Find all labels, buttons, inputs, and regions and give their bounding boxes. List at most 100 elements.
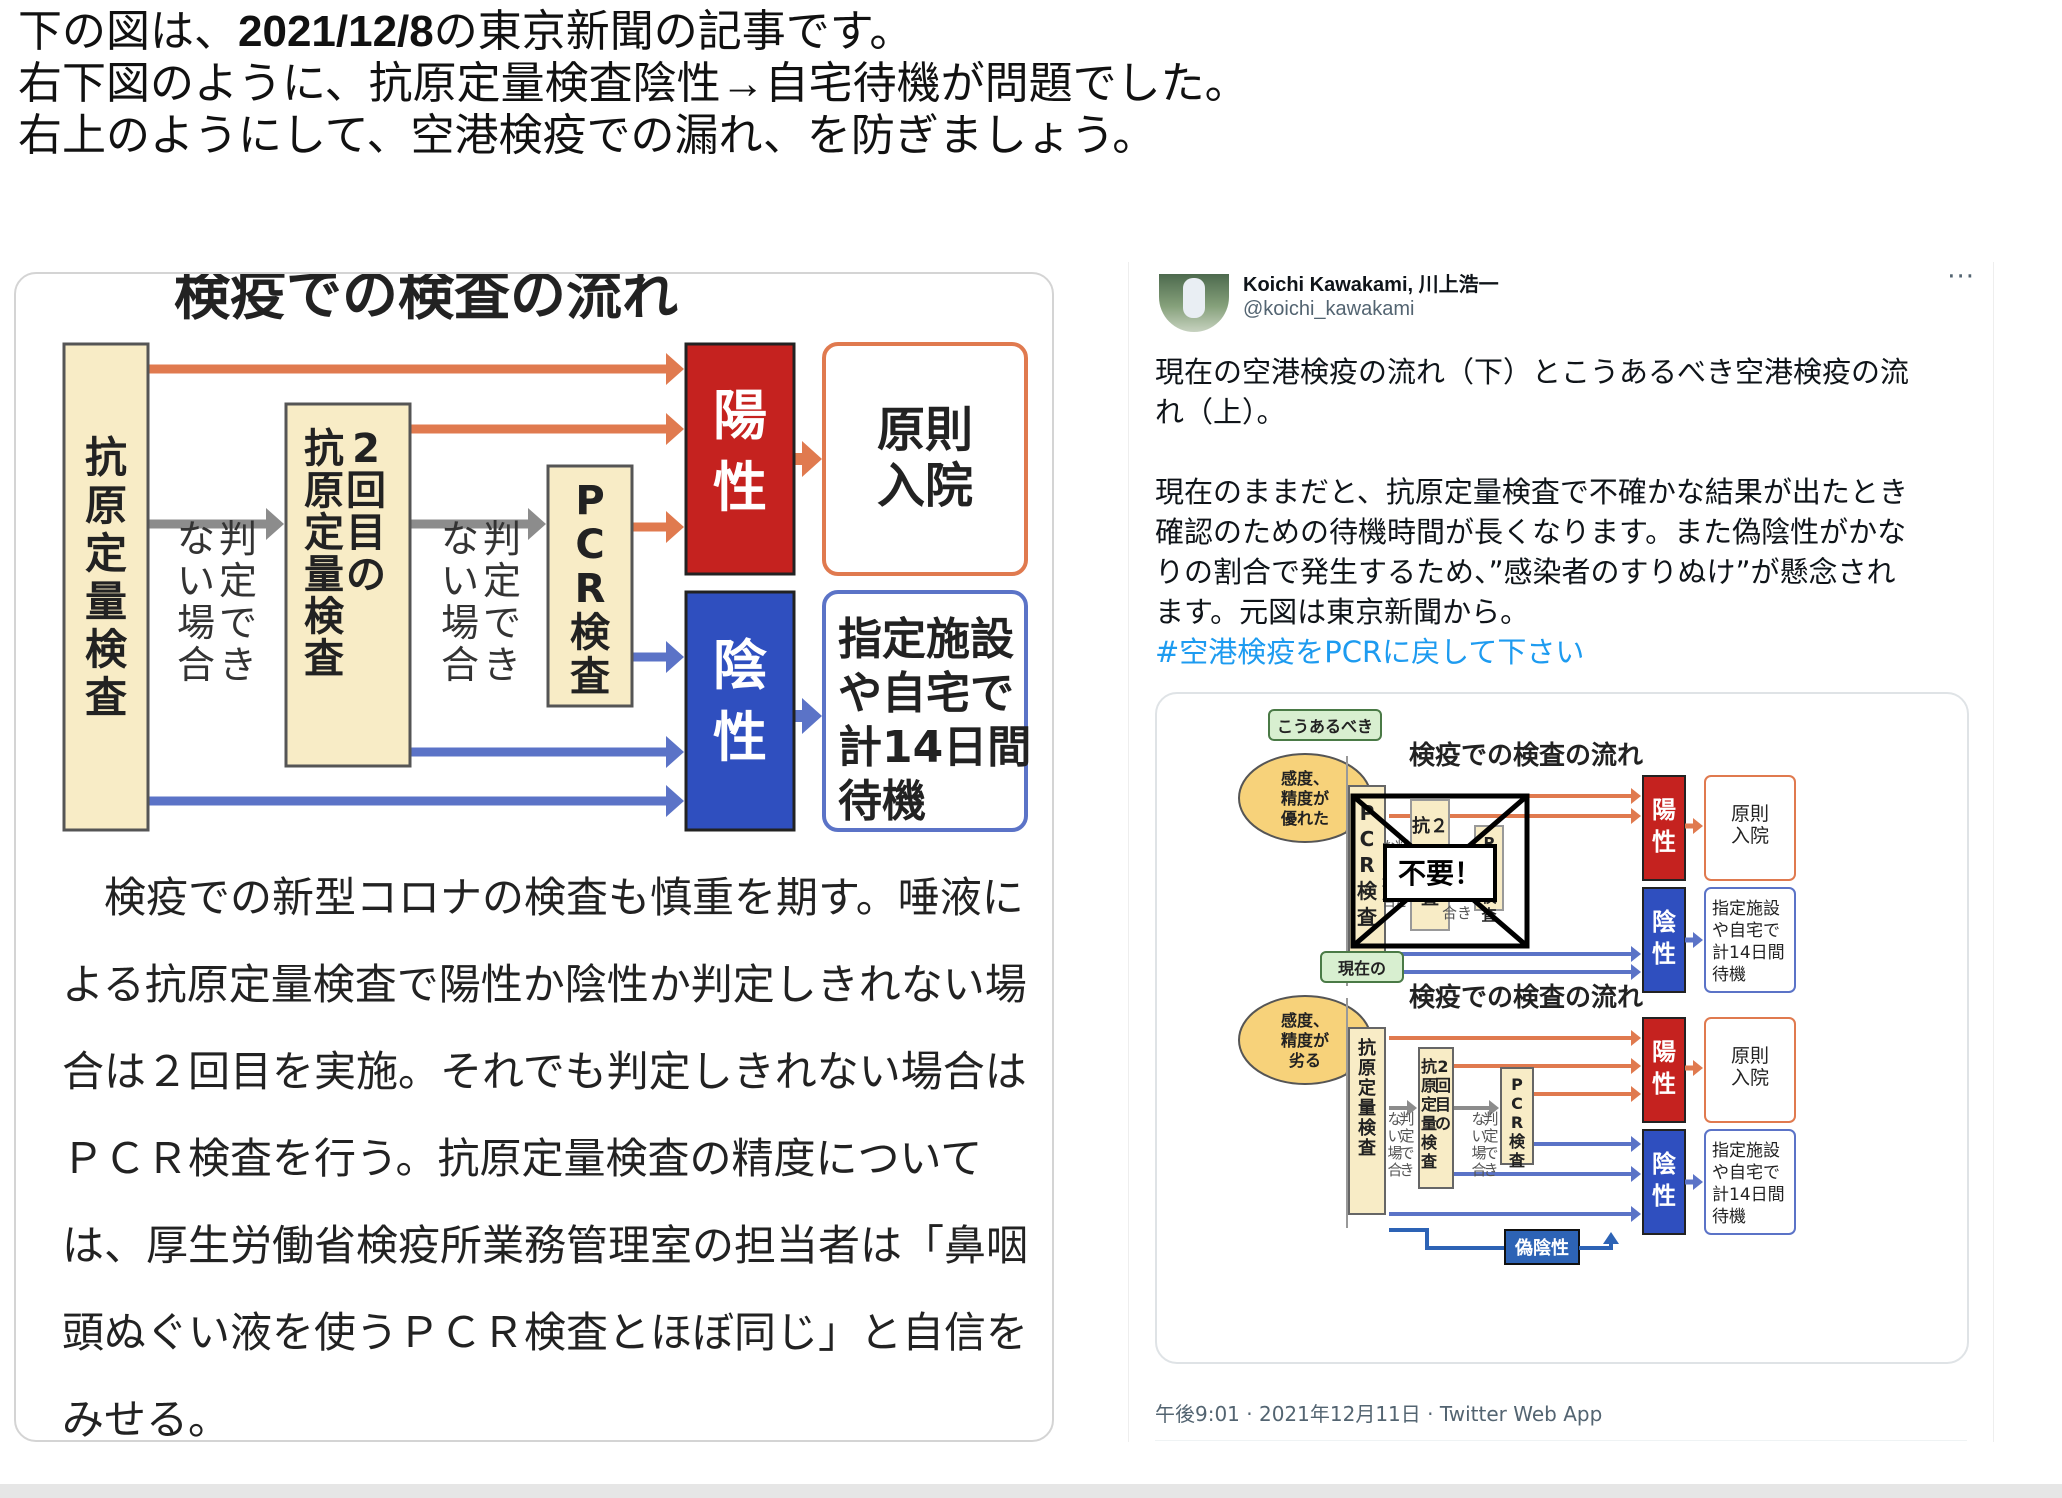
media-pcr-label: R [1359,853,1374,877]
column-second-label-a: 2 [352,426,380,472]
column-antigen-label: 抗 [85,433,127,482]
avatar[interactable] [1159,274,1229,332]
undetermined-label-b: 合 [177,643,215,687]
media-hospital-box [1704,1017,1796,1123]
false-negative-arrow-head [1603,1232,1619,1244]
tweet-timestamp[interactable]: 午後9:01 · 2021年12月11日 · Twitter Web App [1155,1402,1603,1426]
media-und-d: な [1471,1110,1486,1128]
arrow-blue-2-head [666,736,684,768]
media-negative-label: 性 [1652,940,1676,968]
media-hospital-label: 入院 [1731,825,1769,847]
media-wait-label: 計14日間 [1712,943,1785,963]
divider [1155,1440,1967,1441]
media-arrow-blue-head [1631,1206,1641,1222]
column-second-label-b: 定 [304,510,344,556]
media-und-b: な [1387,1110,1402,1128]
media-und-a: で [1399,1144,1414,1162]
media-arrow-orange-out-head [1693,1060,1703,1076]
negative-label: 性 [713,706,767,769]
media-wait-label: 待機 [1712,1207,1746,1227]
media-wait-label: 計14日間 [1712,1185,1785,1205]
tweet-text-lines: 現在の空港検疫の流れ（下）とこうあるべき空港検疫の流れ（上）。現在のままだと、抗… [1155,352,1975,632]
media-wait-label: 指定施設 [1712,899,1780,919]
tweet-media-image[interactable]: こうあるべき検疫での検査の流れ感度、精度が優れた陽性陰性原則入院指定施設や自宅で… [1155,692,1969,1364]
tweet-author-handle[interactable]: @koichi_kawakami [1243,298,1415,320]
media-und-d: 合 [1471,1161,1486,1179]
media-second-label-b: 抗 [1421,1057,1437,1076]
column-antigen-label: 検 [85,625,128,674]
more-options-icon[interactable]: ··· [1947,262,1975,292]
media-second-label-b: 量 [1421,1114,1437,1133]
headline: 下の図は、2021/12/8の東京新聞の記事です。 右下図のように、抗原定量検査… [18,6,1249,162]
undetermined-label-c: 判 [483,517,521,561]
media-arrow-blue-out-head [1693,932,1703,948]
panel-title: 検疫での検査の流れ [1409,740,1643,771]
tweet-card[interactable]: Koichi Kawakami, 川上浩一 @koichi_kawakami ·… [1128,262,1994,1442]
false-negative-label: 偽陰性 [1514,1237,1569,1259]
media-dim-und-c: 合き [1442,904,1472,922]
media-negative-box [1642,887,1686,993]
article-line: 頭ぬぐい液を使うＰＣＲ検査とほぼ同じ」と自信を [62,1308,1029,1357]
speech-bubble-text: 精度が [1281,1031,1329,1050]
media-positive-box [1642,1017,1686,1123]
cross-label: 不要！ [1398,857,1482,890]
panel-tag-label: こうあるべき [1277,717,1373,736]
tweet-text: 現在の空港検疫の流れ（下）とこうあるべき空港検疫の流れ（上）。現在のままだと、抗… [1155,352,1975,672]
media-und-d: 場 [1471,1144,1486,1162]
negative-label: 陰 [713,634,767,697]
positive-label: 性 [713,456,767,519]
media-arrow-orange-3-head [1631,1086,1641,1102]
media-und-c: で [1483,1144,1498,1162]
column-pcr-label: 検 [570,610,611,656]
article-text: 検疫での新型コロナの検査も慎重を期す。唾液による抗原定量検査で陽性か陰性か判定し… [62,854,1029,1440]
column-second-label-a: 回 [346,468,386,514]
media-positive-label: 陽 [1652,1038,1676,1066]
media-arrow-orange-head [1631,788,1641,804]
tweet-text-line [1155,432,1975,472]
column-second-antigen [284,402,412,768]
negative-box [684,590,796,832]
column-antigen-test [62,342,150,832]
hashtag-link[interactable]: #空港検疫をPCRに戻して下さい [1155,635,1585,669]
arrow-orange-1-head [666,353,684,385]
undetermined-label-d: い [441,559,479,603]
wait-label: 指定施設 [838,614,1014,665]
media-antigen-label: 検 [1358,1117,1377,1139]
column-second-label-b: 量 [304,552,344,598]
media-und-c: 定 [1483,1127,1498,1145]
media-pcr-label: 査 [1357,905,1377,929]
media-und-c: き [1483,1161,1498,1179]
media-wait-box [1704,887,1796,993]
hospital-label: 入院 [877,458,973,514]
arrow-orange-4-head [802,441,822,477]
media-und-a: 判 [1399,1110,1414,1128]
media-hospital-box [1704,775,1796,881]
media-und-a: き [1399,1161,1414,1179]
media-arrow-blue-2-head [1631,1166,1641,1182]
figure-title: 検疫での検査の流れ [174,274,678,328]
positive-label: 陽 [713,384,767,447]
article-line: ＰＣＲ検査を行う。抗原定量検査の精度について [62,1134,983,1183]
media-second-label-a: 2 [1437,1057,1448,1076]
media-arrow-blue-out-head [1693,1174,1703,1190]
article-line: よる抗原定量検査で陽性か陰性か判定しきれない場 [62,960,1027,1009]
media-pcr-label-b: R [1511,1113,1523,1132]
media-negative-box [1642,1129,1686,1235]
cross-label-box [1383,844,1497,902]
undetermined-label-b: な [177,517,215,561]
media-antigen-label: 定 [1358,1077,1376,1099]
headline-line-3: 右上のようにして、空港検疫での漏れ、を防ぎましょう。 [18,110,1157,161]
arrow-blue-3-head [666,641,684,673]
media-arrow-gray-2-head [1489,1100,1499,1116]
arrow-gray-2-head [528,508,546,540]
column-second-label-b: 検 [304,594,345,640]
media-positive-label: 性 [1652,1070,1676,1098]
media-second-label-a: 目 [1435,1095,1451,1114]
media-antigen-label: 査 [1358,1137,1376,1159]
tweet-author-name[interactable]: Koichi Kawakami, 川上浩一 [1243,274,1499,296]
undetermined-label-c: で [483,601,521,645]
panel-title: 検疫での検査の流れ [1409,982,1643,1013]
media-dim-pcr-label: P [1484,834,1495,852]
media-antigen-label: 原 [1358,1058,1376,1079]
